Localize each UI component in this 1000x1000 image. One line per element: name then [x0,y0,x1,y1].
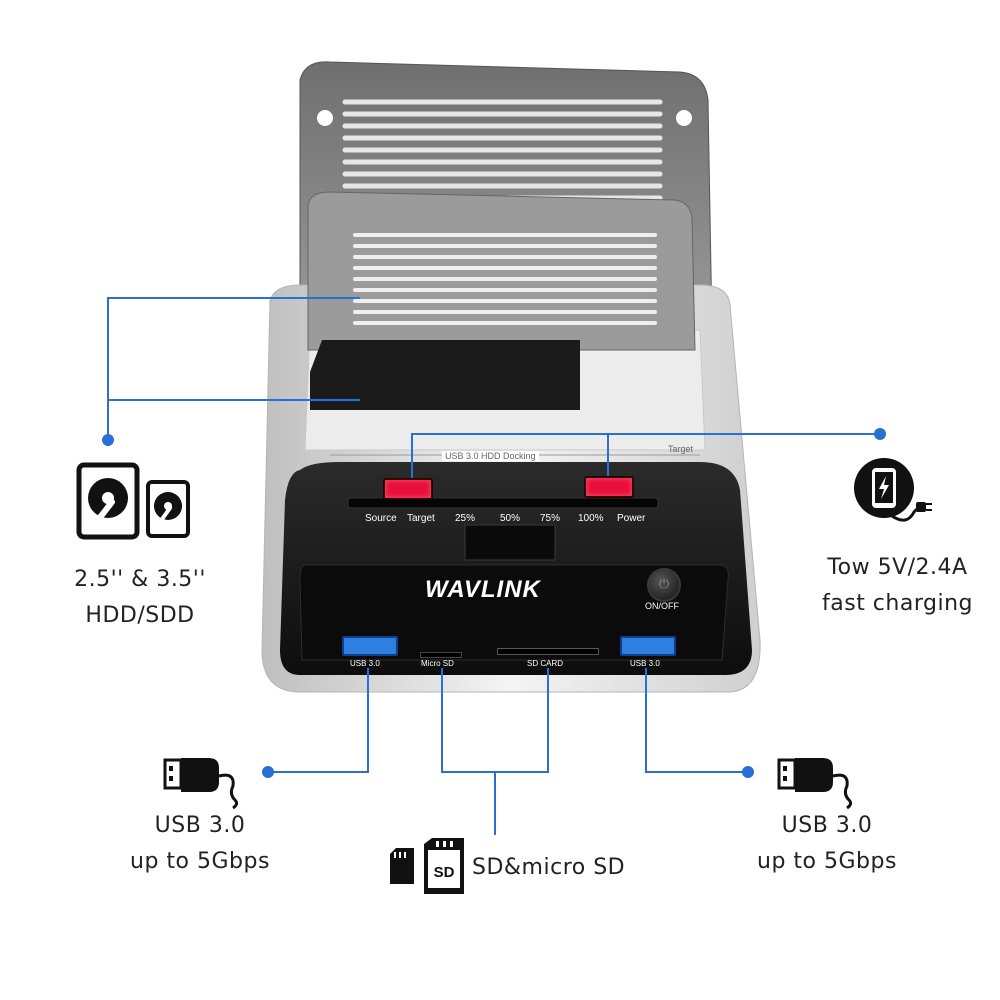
status-power-label: Power [617,513,646,524]
sd-card-slot-label: SD CARD [527,659,564,668]
status-target-label: Target [407,513,435,524]
status-25-label: 25% [455,513,476,524]
hdd-caption-line2: HDD/SDD [85,603,195,628]
charging-caption-line1: Tow 5V/2.4A [827,555,968,580]
status-100-label: 100% [578,513,604,524]
power-button-label: ON/OFF [645,601,679,611]
usb-plug-icon [777,758,853,810]
status-50-label: 50% [500,513,521,524]
sd-icon-text: SD [434,864,455,881]
brand-logo: WAVLINK [425,576,541,603]
target-slot-label: Target [668,444,694,454]
source-led [383,478,433,500]
status-source-label: Source [365,513,397,524]
power-icon: ⏻ [658,577,670,592]
usb-left-caption-line1: USB 3.0 [154,813,246,838]
hdd-caption: 2.5'' & 3.5'' HDD/SDD [40,562,240,634]
micro-sd-slot[interactable] [420,652,462,658]
hard-drive-icon [76,462,190,540]
sd-caption: SD&micro SD [472,855,626,880]
usb-port-left[interactable] [342,636,398,656]
phone-charging-icon [854,458,932,522]
usb-port-right-label: USB 3.0 [630,659,660,668]
callout-dots [102,428,886,778]
sd-card-icon: SD [390,838,464,894]
status-75-label: 75% [540,513,561,524]
hdd-caption-line1: 2.5'' & 3.5'' [74,567,206,592]
front-panel [280,462,752,675]
usb-port-left-label: USB 3.0 [350,659,380,668]
target-led [584,476,634,498]
micro-sd-slot-label: Micro SD [421,659,454,668]
usb-right-caption-line2: up to 5Gbps [757,849,897,874]
usb-right-caption: USB 3.0 up to 5Gbps [727,808,927,880]
usb-left-caption-line2: up to 5Gbps [130,849,270,874]
charging-caption-line2: fast charging [822,591,973,616]
usb-right-caption-line1: USB 3.0 [781,813,873,838]
usb-left-caption: USB 3.0 up to 5Gbps [100,808,300,880]
sd-card-slot[interactable] [497,648,599,655]
charging-caption: Tow 5V/2.4A fast charging [800,550,995,622]
power-button[interactable]: ⏻ [647,568,681,602]
usb-plug-icon [163,758,239,810]
docking-label: USB 3.0 HDD Docking [442,451,539,461]
callout-lines [107,297,880,835]
usb-port-right[interactable] [620,636,676,656]
